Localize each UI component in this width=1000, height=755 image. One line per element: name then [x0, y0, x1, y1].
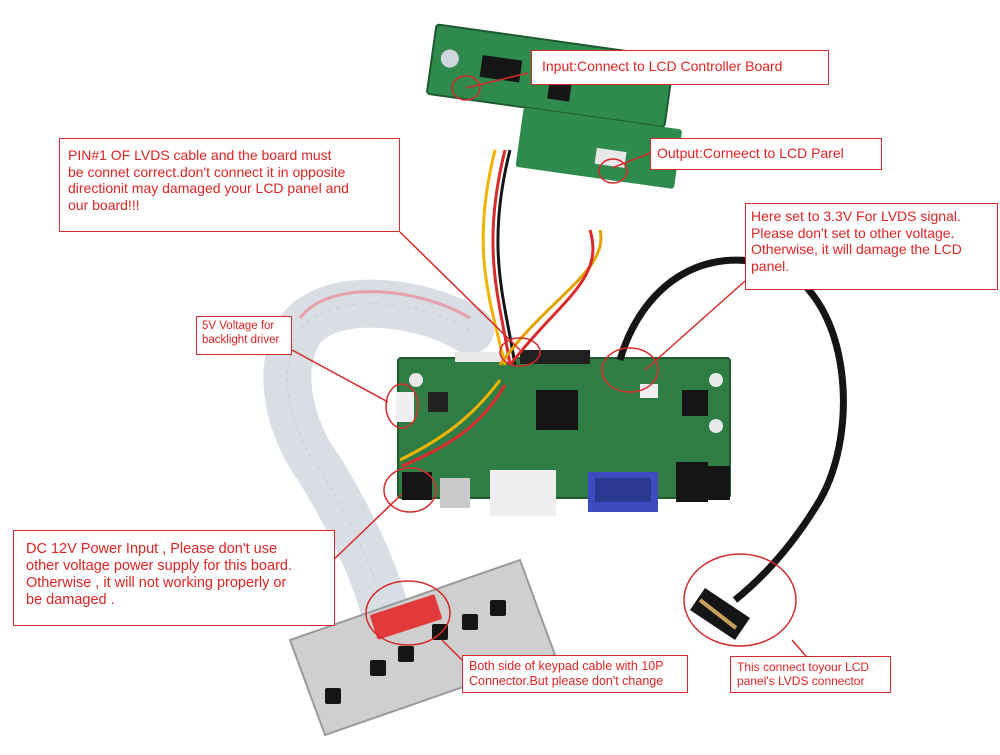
- lvds-voltage-callout: Here set to 3.3V For LVDS signal. Please…: [745, 203, 998, 290]
- lvds-voltage-callout-text: Here set to 3.3V For LVDS signal. Please…: [751, 208, 962, 274]
- power-callout-text: DC 12V Power Input , Please don't use ot…: [26, 541, 292, 609]
- backlight-callout: 5V Voltage for backlight driver: [196, 316, 292, 355]
- pin-callout-text: PIN#1 OF LVDS cable and the board must b…: [68, 147, 349, 213]
- output-callout: Output:Corneect to LCD Parel: [650, 138, 882, 170]
- output-callout-text: Output:Corneect to LCD Parel: [657, 145, 844, 161]
- lvds-panel-cable: [616, 256, 847, 640]
- input-callout-text: Input:Connect to LCD Controller Board: [542, 58, 783, 74]
- keypad-ribbon-cable: [263, 279, 494, 634]
- keypad-callout: Both side of keypad cable with 10P Conne…: [462, 655, 688, 693]
- backlight-callout-text: 5V Voltage for backlight driver: [202, 320, 280, 346]
- highlight-circles: [365, 75, 797, 647]
- leader-lines: [291, 72, 807, 661]
- power-callout: DC 12V Power Input , Please don't use ot…: [13, 530, 335, 626]
- input-callout: Input:Connect to LCD Controller Board: [531, 50, 829, 85]
- pin-callout: PIN#1 OF LVDS cable and the board must b…: [59, 138, 400, 232]
- controller-board: [396, 350, 731, 516]
- lvds-connector-callout: This connect toyour LCD panel's LVDS con…: [730, 656, 891, 693]
- lvds-connector-callout-text: This connect toyour LCD panel's LVDS con…: [737, 660, 870, 689]
- keypad-callout-text: Both side of keypad cable with 10P Conne…: [469, 659, 664, 688]
